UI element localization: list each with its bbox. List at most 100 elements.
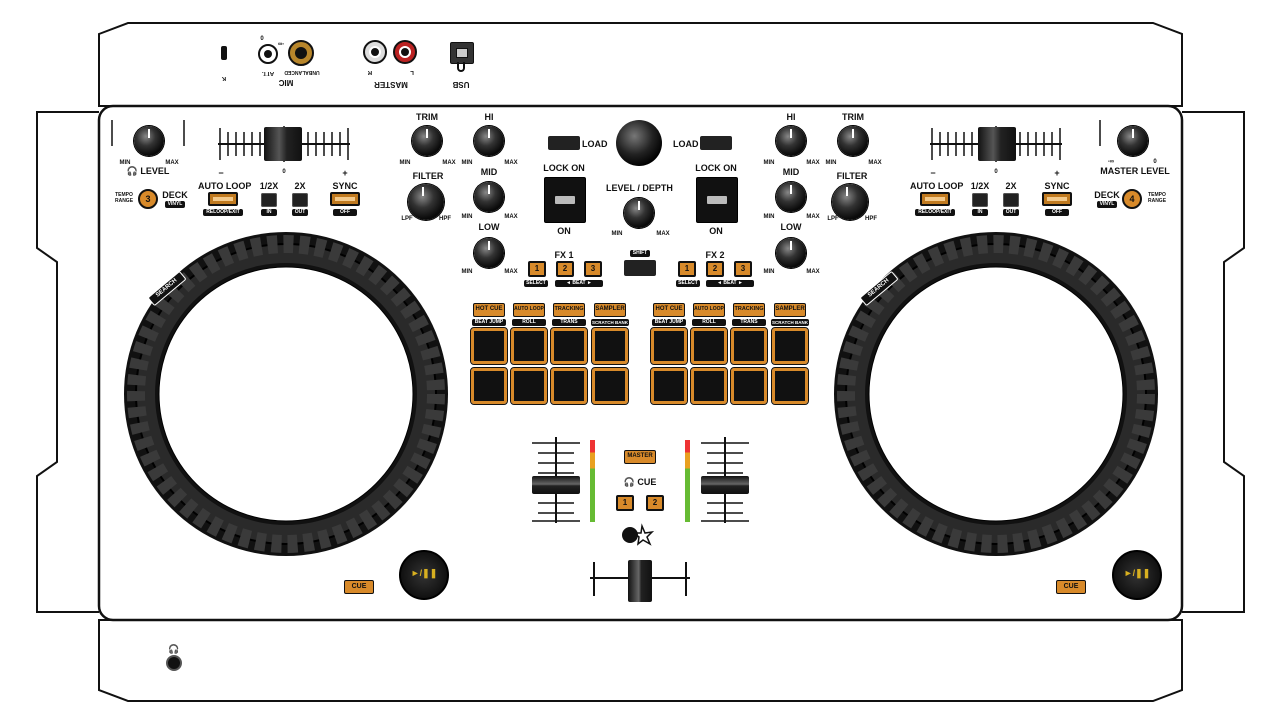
right-play-pause-icon: ►/❚❚ — [1123, 568, 1151, 578]
right-mode-auto-loop[interactable]: AUTO LOOP — [693, 303, 725, 317]
right-pitch-fader-cap[interactable] — [978, 127, 1016, 161]
left-jog-wheel[interactable] — [112, 224, 462, 574]
fx2-button-1[interactable]: 1 — [678, 261, 696, 277]
left-sync-button[interactable] — [330, 192, 360, 206]
right-loop-out-button[interactable] — [1003, 193, 1019, 207]
right-pad-4[interactable] — [771, 327, 809, 365]
right-hi-knob[interactable] — [776, 126, 806, 156]
right-mode-roll: ROLL — [692, 319, 726, 326]
left-pad-8[interactable] — [591, 367, 629, 405]
right-mode-tracking[interactable]: TRACKING — [733, 303, 765, 317]
right-fx-lock-toggle[interactable] — [696, 177, 738, 223]
left-pad-2[interactable] — [510, 327, 548, 365]
left-fx-lock-toggle[interactable] — [544, 177, 586, 223]
right-low-max: MAX — [806, 269, 820, 275]
master-level-knob[interactable] — [1118, 126, 1148, 156]
right-lock-on-state: ON — [709, 226, 723, 236]
right-low-knob[interactable] — [776, 238, 806, 268]
left-pitch-fader-cap[interactable] — [264, 127, 302, 161]
master-l-label: L — [410, 69, 414, 75]
left-loop-out-button[interactable] — [292, 193, 308, 207]
cue-label: 🎧 CUE — [620, 477, 660, 488]
mic-input-jack[interactable] — [288, 40, 314, 66]
right-play-pause-button[interactable]: ►/❚❚ — [1112, 550, 1162, 600]
left-mode-hot-cue[interactable]: HOT CUE — [473, 303, 505, 317]
left-pad-6[interactable] — [510, 367, 548, 405]
left-cue-button[interactable]: CUE — [344, 580, 374, 594]
left-pad-4[interactable] — [591, 327, 629, 365]
right-jog-wheel[interactable] — [820, 224, 1170, 574]
left-mode-tracking[interactable]: TRACKING — [553, 303, 585, 317]
mic-att-label: ATT. — [261, 70, 275, 76]
right-out-label: OUT — [1003, 209, 1019, 216]
left-headphone-level-knob[interactable] — [134, 126, 164, 156]
left-mode-sampler[interactable]: SAMPLER — [594, 303, 626, 317]
master-out-r-jack[interactable] — [393, 40, 417, 64]
left-low-min: MIN — [461, 269, 473, 275]
left-play-pause-button[interactable]: ►/❚❚ — [399, 550, 449, 600]
fx1-button-2[interactable]: 2 — [556, 261, 574, 277]
cue-button-1[interactable]: 1 — [616, 495, 634, 511]
right-trim-knob[interactable] — [838, 126, 868, 156]
left-auto-loop-button[interactable] — [208, 192, 238, 206]
right-auto-loop-button[interactable] — [920, 192, 950, 206]
right-sync-button[interactable] — [1042, 192, 1072, 206]
right-trim-min: MIN — [825, 160, 837, 166]
crossfader-cap[interactable] — [628, 560, 652, 602]
left-pad-7[interactable] — [550, 367, 588, 405]
left-low-knob[interactable] — [474, 238, 504, 268]
left-pad-5[interactable] — [470, 367, 508, 405]
right-mode-sampler[interactable]: SAMPLER — [774, 303, 806, 317]
right-pad-5[interactable] — [650, 367, 688, 405]
right-pad-7[interactable] — [730, 367, 768, 405]
fx1-button-1[interactable]: 1 — [528, 261, 546, 277]
master-r-label: R — [367, 69, 373, 75]
right-pad-2[interactable] — [690, 327, 728, 365]
fx1-label: FX 1 — [554, 250, 574, 260]
left-trim-max: MAX — [442, 160, 456, 166]
left-trim-knob[interactable] — [412, 126, 442, 156]
left-pad-3[interactable] — [550, 327, 588, 365]
shift-label: SHIFT — [630, 250, 650, 257]
master-cue-button[interactable]: MASTER — [624, 450, 656, 464]
left-deck-label: DECK — [162, 190, 188, 200]
right-pad-3[interactable] — [730, 327, 768, 365]
right-load-button[interactable] — [700, 136, 732, 150]
mic-label: MIC — [278, 78, 294, 87]
left-pad-1[interactable] — [470, 327, 508, 365]
left-loop-in-button[interactable] — [261, 193, 277, 207]
level-depth-knob[interactable] — [624, 198, 654, 228]
right-loop-in-button[interactable] — [972, 193, 988, 207]
left-mid-knob[interactable] — [474, 182, 504, 212]
mic-unbalanced-label: UNBALANCED — [284, 69, 320, 75]
fx1-button-3[interactable]: 3 — [584, 261, 602, 277]
browse-encoder[interactable] — [616, 120, 662, 166]
right-filter-knob[interactable] — [832, 184, 868, 220]
right-cue-button[interactable]: CUE — [1056, 580, 1086, 594]
right-channel-fader-cap[interactable] — [701, 476, 749, 494]
left-filter-knob[interactable] — [408, 184, 444, 220]
right-mid-knob[interactable] — [776, 182, 806, 212]
right-pad-8[interactable] — [771, 367, 809, 405]
left-mode-scratch-bank: SCRATCH BANK — [591, 319, 629, 326]
cue-button-2[interactable]: 2 — [646, 495, 664, 511]
right-mode-hot-cue[interactable]: HOT CUE — [653, 303, 685, 317]
fx2-button-2[interactable]: 2 — [706, 261, 724, 277]
usb-port[interactable] — [450, 42, 474, 64]
kensington-label: K — [221, 75, 227, 81]
mic-att-knob[interactable] — [258, 44, 278, 64]
left-channel-fader-cap[interactable] — [532, 476, 580, 494]
headphone-jack[interactable] — [166, 655, 182, 671]
master-out-l-jack[interactable] — [363, 40, 387, 64]
left-mode-auto-loop[interactable]: AUTO LOOP — [513, 303, 545, 317]
fx2-button-3[interactable]: 3 — [734, 261, 752, 277]
cue-text: CUE — [637, 477, 657, 487]
left-deck-switch-button[interactable]: 3 — [138, 189, 158, 209]
shift-button[interactable] — [624, 260, 656, 276]
master-label: MASTER — [374, 80, 408, 89]
right-pad-6[interactable] — [690, 367, 728, 405]
right-deck-switch-button[interactable]: 4 — [1122, 189, 1142, 209]
left-load-button[interactable] — [548, 136, 580, 150]
left-hi-knob[interactable] — [474, 126, 504, 156]
right-pad-1[interactable] — [650, 327, 688, 365]
